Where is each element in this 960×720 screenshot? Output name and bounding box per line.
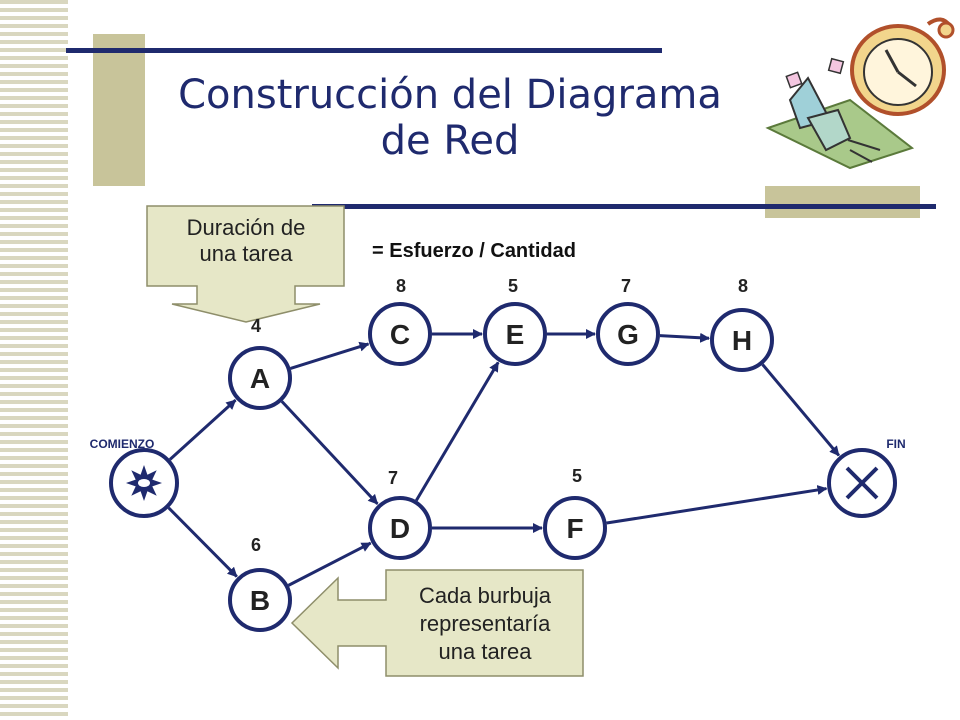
node-c (368, 302, 432, 366)
node-label-g: G (617, 319, 639, 350)
clock-icon (765, 17, 955, 170)
duration-label-g: 7 (621, 276, 631, 296)
edge-start-b (167, 506, 238, 578)
edge-g-h (659, 332, 711, 343)
bubble-callout (290, 569, 584, 677)
title-line-1: Construcción del Diagrama (178, 72, 722, 118)
node-g (596, 302, 660, 366)
title-rule-bottom (312, 204, 936, 209)
accent-block-left (93, 34, 145, 186)
x-mark-icon (845, 466, 879, 500)
edge-f-end (606, 485, 828, 525)
bubble-callout-text: Cada burbuja representaría una tarea (388, 582, 582, 666)
duration-label-b: 6 (251, 535, 261, 555)
node-label-c: C (390, 319, 410, 350)
node-label-h: H (732, 325, 752, 356)
start-label: COMIENZO (90, 437, 155, 451)
node-d (368, 496, 432, 560)
starburst-center (138, 479, 150, 487)
node-a (228, 346, 292, 410)
node-label-e: E (506, 319, 525, 350)
duration-label-e: 5 (508, 276, 518, 296)
slide-title: Construcción del Diagrama de Red (150, 72, 750, 164)
node-label-d: D (390, 513, 410, 544)
node-e (483, 302, 547, 366)
duration-label-c: 8 (396, 276, 406, 296)
duration-label-f: 5 (572, 466, 582, 486)
decorative-stripes (0, 0, 68, 720)
end-label: FIN (886, 437, 905, 451)
duration-callout-text: Duración de una tarea (150, 215, 342, 267)
node-label-b: B (250, 585, 270, 616)
edge-a-d (280, 400, 379, 505)
edge-b-d (287, 541, 372, 587)
title-line-2: de Red (380, 118, 520, 164)
node-label-a: A (250, 363, 270, 394)
accent-block-right (765, 186, 920, 218)
duration-label-h: 8 (738, 276, 748, 296)
bubble-callout-line-1: Cada burbuja (418, 583, 552, 608)
bubble-callout-line-3: una tarea (438, 639, 532, 664)
node-h (710, 308, 774, 372)
duration-callout (146, 205, 345, 323)
edge-h-end (761, 363, 841, 457)
edge-start-a (168, 399, 237, 461)
node-b (228, 568, 292, 632)
duration-callout-line-1: Duración de (186, 215, 306, 240)
duration-callout-line-2: una tarea (199, 241, 293, 266)
formula-text: = Esfuerzo / Cantidad (372, 240, 576, 262)
bubble-callout-line-2: representaría (419, 611, 551, 636)
node-label-f: F (566, 513, 583, 544)
duration-label-a: 4 (251, 316, 261, 336)
duration-label-d: 7 (388, 468, 398, 488)
node-f (543, 496, 607, 560)
edge-a-c (290, 341, 370, 370)
title-rule-top (66, 48, 662, 53)
edge-d-e (415, 361, 500, 502)
